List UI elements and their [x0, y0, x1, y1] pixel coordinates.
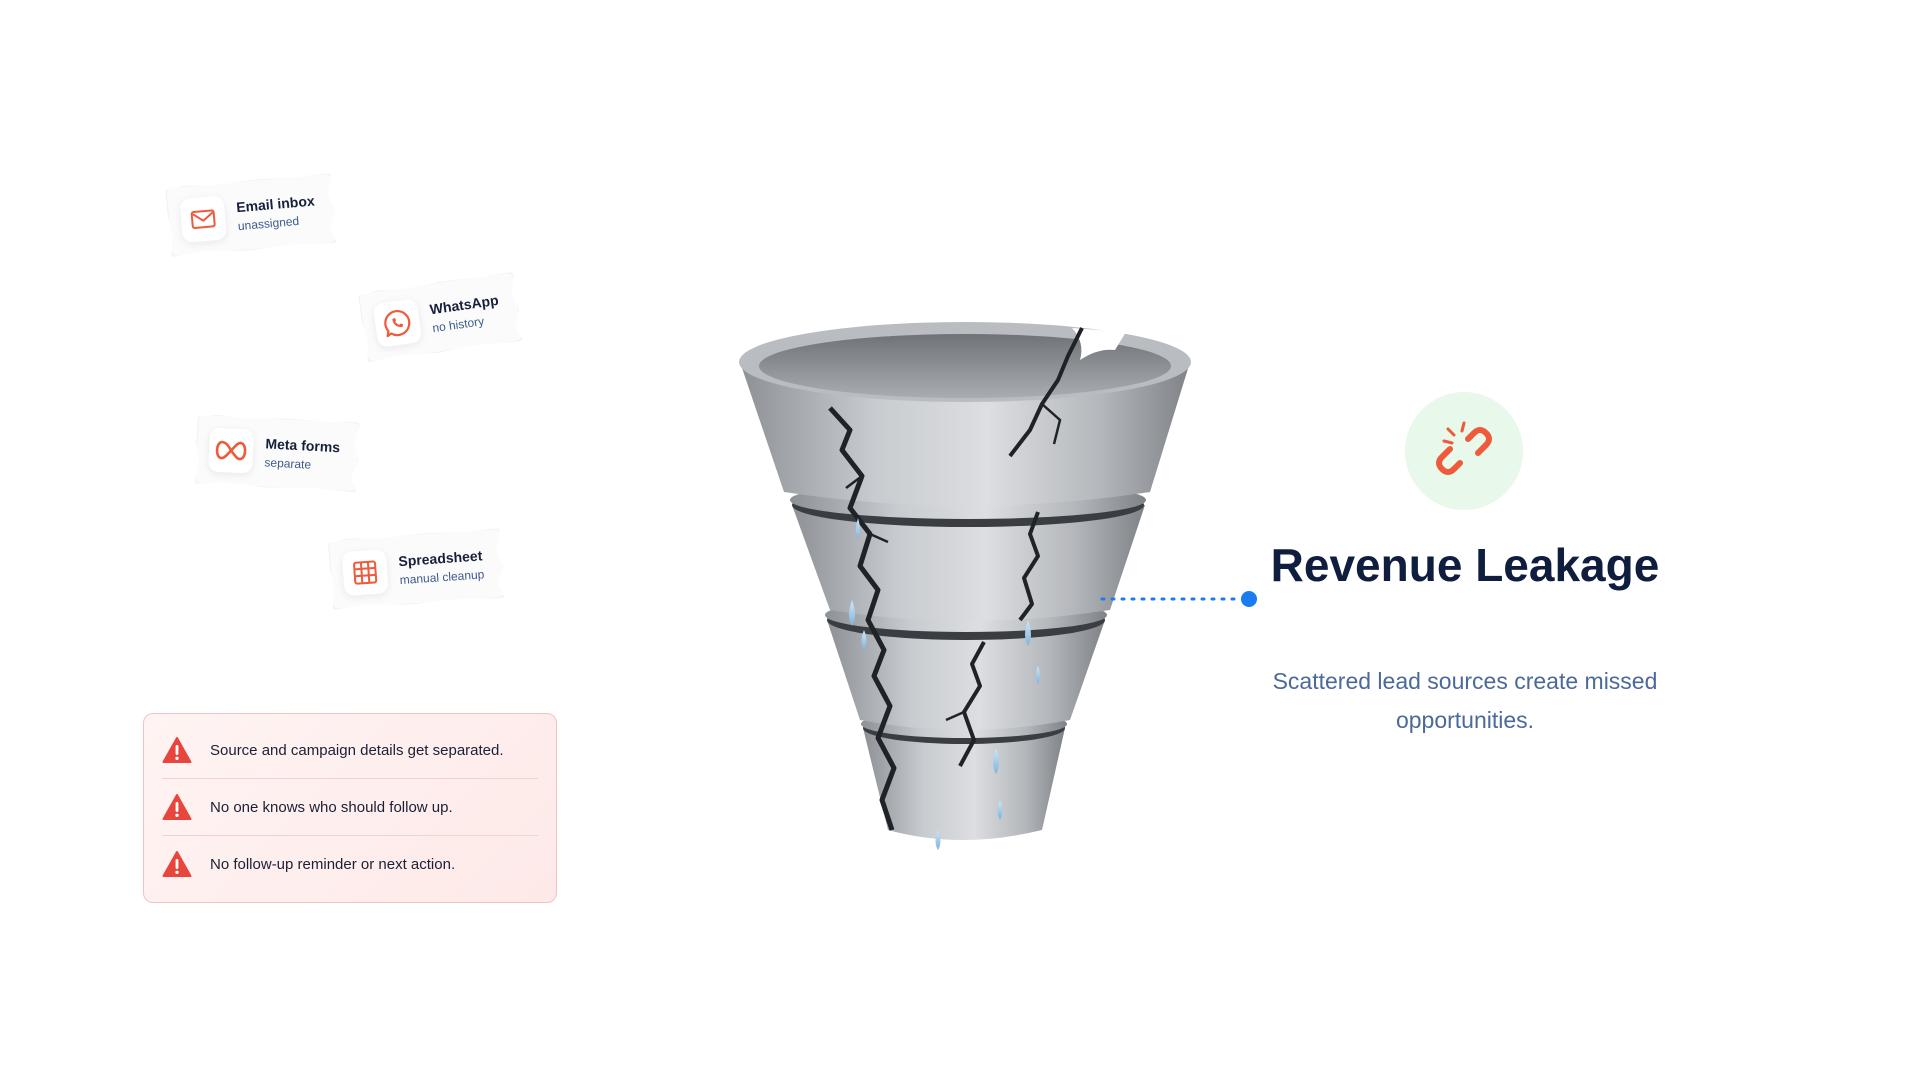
- source-card-email: Email inbox unassigned: [165, 173, 337, 257]
- problem-text: Source and campaign details get separate…: [210, 741, 504, 759]
- whatsapp-icon: [373, 298, 423, 348]
- source-card-whatsapp: WhatsApp no history: [358, 271, 523, 362]
- problem-item: No one knows who should follow up.: [162, 779, 538, 836]
- dotted-connector: [1100, 591, 1257, 607]
- spreadsheet-icon: [342, 549, 389, 596]
- warning-icon: [162, 794, 192, 820]
- cracked-funnel-illustration: [739, 322, 1191, 850]
- source-subtitle: manual cleanup: [399, 567, 485, 588]
- problem-item: No follow-up reminder or next action.: [162, 836, 538, 892]
- warning-icon: [162, 851, 192, 877]
- source-subtitle: separate: [264, 455, 312, 472]
- source-title: Meta forms: [265, 435, 341, 456]
- problem-text: No one knows who should follow up.: [210, 798, 453, 816]
- link-badge: [1405, 392, 1523, 510]
- page-title: Revenue Leakage: [1270, 539, 1660, 591]
- meta-icon: [208, 427, 254, 473]
- source-title: Spreadsheet: [397, 547, 483, 570]
- page-subtitle: Scattered lead sources create missed opp…: [1272, 668, 1658, 733]
- source-card-spreadsheet: Spreadsheet manual cleanup: [328, 528, 505, 610]
- source-title: Email inbox: [235, 192, 316, 216]
- source-subtitle: unassigned: [237, 213, 300, 234]
- source-card-meta: Meta forms separate: [194, 414, 360, 492]
- broken-link-icon: [1436, 421, 1492, 475]
- email-icon: [179, 195, 227, 243]
- problems-panel: Source and campaign details get separate…: [143, 713, 557, 903]
- problem-item: Source and campaign details get separate…: [162, 722, 538, 779]
- warning-icon: [162, 737, 192, 763]
- problem-text: No follow-up reminder or next action.: [210, 855, 456, 873]
